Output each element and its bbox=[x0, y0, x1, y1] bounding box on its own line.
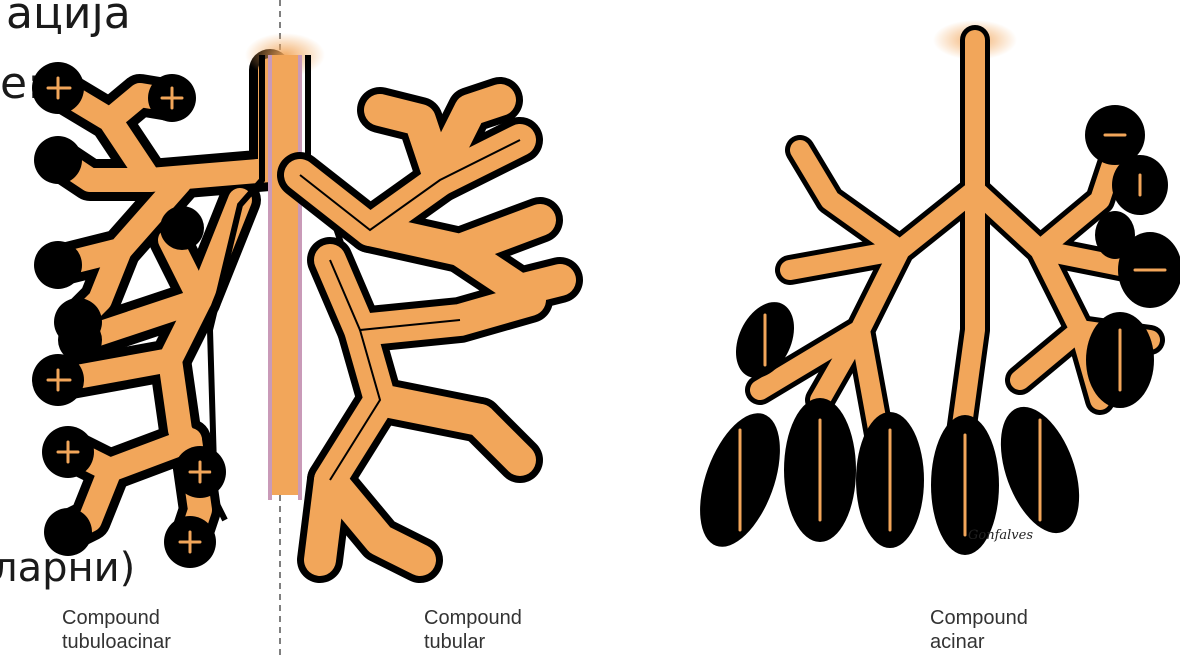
caption-line: acinar bbox=[930, 630, 1028, 654]
tubular-gland bbox=[300, 100, 560, 560]
caption-tubular: Compound tubular bbox=[424, 606, 522, 654]
caption-line: Compound bbox=[930, 606, 1028, 630]
caption-line: Compound bbox=[62, 606, 171, 630]
tubuloacinar-gland bbox=[32, 62, 270, 568]
artist-signature: Gonfalves bbox=[968, 528, 1033, 543]
caption-line: tubular bbox=[424, 630, 522, 654]
caption-tubuloacinar: Compound tubuloacinar bbox=[62, 606, 171, 654]
caption-line: tubuloacinar bbox=[62, 630, 171, 654]
caption-line: Compound bbox=[424, 606, 522, 630]
acinar-gland bbox=[684, 20, 1180, 557]
caption-acinar: Compound acinar bbox=[930, 606, 1028, 654]
